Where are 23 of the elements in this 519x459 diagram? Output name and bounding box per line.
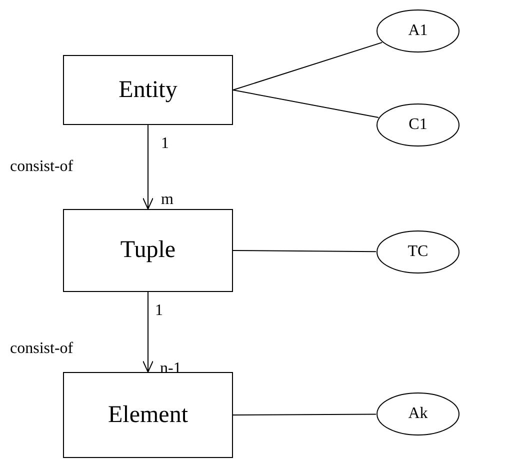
arrow — [142, 292, 154, 372]
arrow — [142, 124, 154, 210]
node-label: TC — [408, 243, 428, 261]
attribute-ellipse — [376, 392, 460, 436]
entity-box — [63, 372, 233, 458]
cardinality-label: m — [161, 191, 174, 209]
connector-line — [232, 250, 376, 252]
node-label: Tuple — [120, 237, 176, 264]
entity-box — [63, 55, 233, 125]
node-label: C1 — [408, 116, 428, 134]
node-label: Element — [108, 402, 188, 428]
entity-box — [63, 209, 233, 292]
attribute-ellipse — [376, 230, 460, 274]
connector-line — [232, 42, 383, 90]
connector-line — [232, 414, 376, 416]
connector-line — [232, 90, 379, 118]
node-label: Entity — [118, 76, 178, 104]
attribute-ellipse — [376, 9, 460, 53]
attribute-ellipse — [376, 103, 460, 147]
node-label: Ak — [408, 405, 428, 423]
cardinality-label: 1 — [155, 302, 163, 320]
node-label: A1 — [408, 22, 428, 40]
cardinality-label: 1 — [161, 135, 169, 153]
